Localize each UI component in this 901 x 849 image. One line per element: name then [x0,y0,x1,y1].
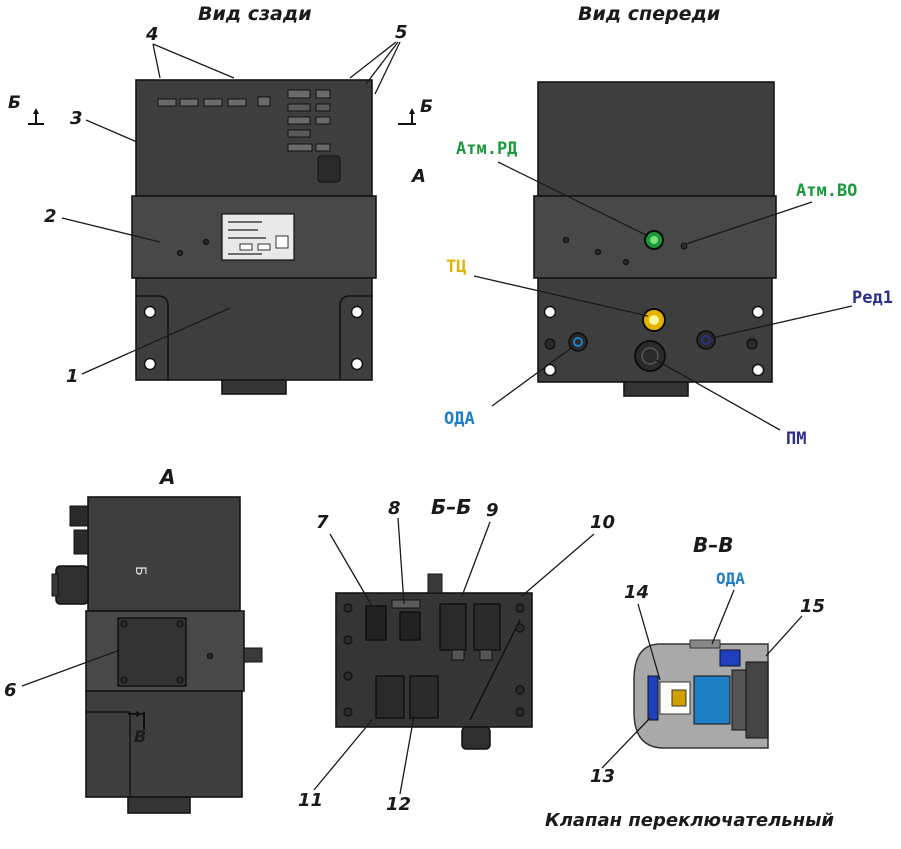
rear-bottom-connector [221,379,287,395]
front-top-housing [537,81,775,197]
rear-view-title: Вид сзади [198,3,312,25]
label-oda-section: ОДА [716,569,745,588]
svg-text:Б: Б [420,97,433,117]
section-bb [335,573,533,750]
callout-3: 3 [70,108,83,129]
valve-plug-15 [745,661,769,739]
rear-base-plate [135,277,373,381]
rear-connector-row [157,89,341,183]
svg-text:Б: Б [132,566,148,576]
callout-5: 5 [395,22,408,43]
mount-hole [143,305,157,319]
rear-screw [176,249,184,257]
view-a-side: Б В [51,496,263,814]
section-vv-callouts: ОДА 14 15 13 [590,569,825,787]
label-tc: ТЦ [446,257,466,277]
mount-hole [143,357,157,371]
label-atm-vo: Атм.ВО [796,181,857,201]
view-a-title: А [158,465,175,489]
svg-text:Б: Б [8,93,21,113]
mount-hole [751,363,765,377]
section-mark-b-right: Б [398,97,433,125]
valve-seat-13 [647,675,659,721]
front-port-labels: Атм.РД Атм.ВО ТЦ Ред1 ОДА ПМ [444,139,893,449]
port-pm [634,340,666,372]
section-mark-b-left: Б [8,93,44,125]
callout-15: 15 [800,596,825,617]
section-vv-title: В–В [693,533,734,557]
callout-11: 11 [298,790,323,811]
side-cover-6 [117,617,187,687]
callout-8: 8 [388,498,401,519]
side-base [85,690,243,798]
callout-12: 12 [386,794,411,815]
label-pm: ПМ [786,429,806,449]
callout-6: 6 [4,680,17,701]
front-bottom-connector [623,381,689,397]
side-top-housing [87,496,241,612]
valve-caption: Клапан переключательный [545,810,834,831]
section-bb-callouts: 7 8 9 10 11 12 [298,498,615,815]
side-callouts: 6 [4,649,121,701]
section-mark-v: В [134,727,146,746]
section-vv [633,639,769,749]
front-view [533,81,777,397]
mount-hole [543,363,557,377]
callout-1: 1 [66,366,79,387]
label-atm-rd: Атм.РД [456,139,517,159]
mount-hole [350,305,364,319]
callout-14: 14 [624,582,649,603]
port-red1 [696,330,716,350]
side-connector [55,565,89,605]
mount-hole [543,305,557,319]
front-view-title: Вид спереди [578,3,720,25]
rear-view [131,79,377,395]
callout-9: 9 [486,500,499,521]
callout-10: 10 [590,512,615,533]
section-bb-title: Б–Б [431,495,472,519]
callout-7: 7 [316,512,329,533]
rear-callouts: 4 5 3 2 1 [44,22,408,387]
mount-hole [751,305,765,319]
label-red1: Ред1 [852,288,893,308]
valve-piston-14 [693,675,731,725]
label-oda: ОДА [444,409,475,429]
view-a-marker: А [410,166,426,187]
mount-hole [350,357,364,371]
callout-4: 4 [145,24,159,45]
callout-13: 13 [590,766,615,787]
side-bottom-connector [127,796,191,814]
callout-2: 2 [44,206,57,227]
rear-screw [202,238,210,246]
